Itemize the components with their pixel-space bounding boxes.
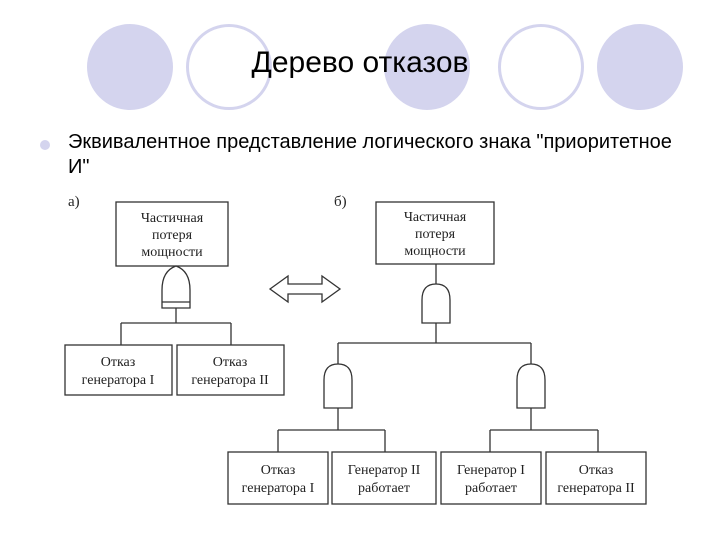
- b-leaf2-line-2: работает: [358, 481, 410, 496]
- b-right-and-gate: [516, 363, 546, 409]
- bullet-text: Эквивалентное представление логического …: [68, 131, 672, 178]
- decor-circle-4: [498, 24, 584, 110]
- b-top-line-1: Частичная: [404, 210, 467, 225]
- panel-b-label: б): [334, 194, 347, 210]
- b-leaf1-box: [227, 451, 329, 505]
- a-right-line-1: Отказ: [213, 355, 248, 370]
- decor-circle-1: [87, 24, 173, 110]
- a-left-line-2: генератора I: [82, 373, 155, 388]
- b-leaf3-line-1: Генератор I: [457, 463, 525, 478]
- decor-circle-5: [597, 24, 683, 110]
- b-leaf2-line-1: Генератор II: [348, 463, 421, 478]
- a-right-line-2: генератора II: [191, 373, 269, 388]
- a-priority-and-gate: [161, 265, 191, 309]
- panel-a-label: а): [68, 194, 80, 210]
- decor-circle-3: [384, 24, 470, 110]
- b-leaf3-box: [440, 451, 542, 505]
- bullet-icon: [40, 140, 50, 150]
- b-leaf4-line-2: генератора II: [557, 481, 635, 496]
- a-top-line-3: мощности: [141, 245, 203, 260]
- a-left-event-box: [64, 344, 173, 396]
- b-top-and-gate: [421, 283, 451, 324]
- a-top-event-box: [115, 201, 229, 267]
- b-top-line-3: мощности: [404, 244, 466, 259]
- b-leaf1-line-1: Отказ: [261, 463, 296, 478]
- decor-circle-2: [186, 24, 272, 110]
- b-top-line-2: потеря: [415, 227, 456, 242]
- a-top-line-2: потеря: [152, 228, 193, 243]
- b-top-event-box: [375, 201, 495, 265]
- b-leaf2-box: [331, 451, 437, 505]
- a-top-line-1: Частичная: [141, 211, 204, 226]
- b-left-and-gate: [323, 363, 353, 409]
- b-leaf4-box: [545, 451, 647, 505]
- equivalence-double-arrow: [268, 274, 342, 304]
- b-leaf3-line-2: работает: [465, 481, 517, 496]
- b-leaf4-line-1: Отказ: [579, 463, 614, 478]
- slide-title: Дерево отказов: [251, 46, 469, 79]
- a-right-event-box: [176, 344, 285, 396]
- b-leaf1-line-2: генератора I: [242, 481, 315, 496]
- a-left-line-1: Отказ: [101, 355, 136, 370]
